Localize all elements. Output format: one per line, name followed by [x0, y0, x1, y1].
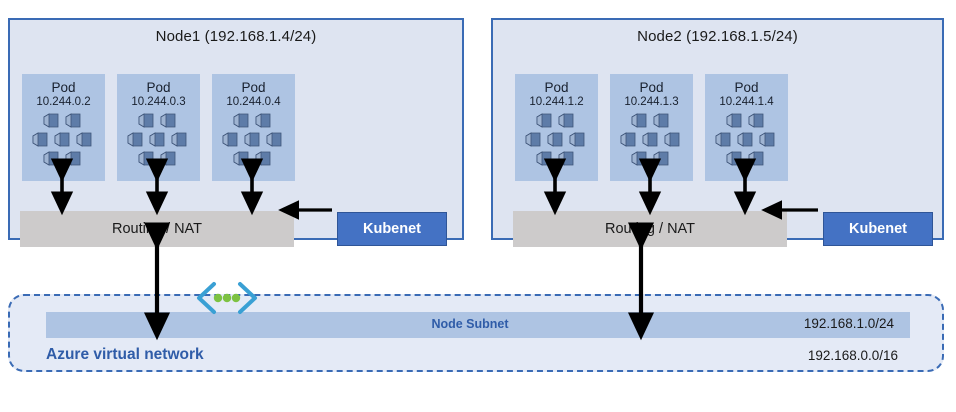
pod-cluster-icon	[714, 112, 780, 170]
pod-cluster-icon	[31, 112, 97, 170]
pod-box[interactable]: Pod 10.244.1.2	[515, 74, 598, 181]
pod-cluster-icon	[524, 112, 590, 170]
pod-label: Pod	[639, 80, 664, 95]
azure-vnet-cidr: 192.168.0.0/16	[807, 348, 898, 363]
node-subnet-cidr: 192.168.1.0/24	[803, 316, 894, 331]
pod-ip: 10.244.1.4	[719, 96, 774, 108]
pod-label: Pod	[146, 80, 171, 95]
pod-ip: 10.244.0.2	[36, 96, 91, 108]
kubenet-label: Kubenet	[849, 221, 907, 237]
pod-ip: 10.244.1.2	[529, 96, 584, 108]
pod-ip: 10.244.0.4	[226, 96, 281, 108]
pod-ip: 10.244.1.3	[624, 96, 679, 108]
pod-label: Pod	[734, 80, 759, 95]
pod-box[interactable]: Pod 10.244.0.3	[117, 74, 200, 181]
routing-nat-label: Routing / NAT	[112, 221, 202, 237]
node-title-node2: Node2 (192.168.1.5/24)	[637, 28, 798, 45]
pod-cluster-icon	[126, 112, 192, 170]
pod-box[interactable]: Pod 10.244.1.3	[610, 74, 693, 181]
node-container-node1: Node1 (192.168.1.4/24) Pod 10.244.0.2	[8, 18, 464, 247]
pod-label: Pod	[51, 80, 76, 95]
pod-box[interactable]: Pod 10.244.1.4	[705, 74, 788, 181]
pod-box[interactable]: Pod 10.244.0.2	[22, 74, 105, 181]
pod-box[interactable]: Pod 10.244.0.4	[212, 74, 295, 181]
azure-vnet-container: Node Subnet 192.168.1.0/24 Azure virtual…	[8, 294, 944, 372]
pod-label: Pod	[544, 80, 569, 95]
node-subnet-label: Node Subnet	[431, 317, 509, 331]
kubenet-label: Kubenet	[363, 221, 421, 237]
node-subnet-bar: Node Subnet 192.168.1.0/24	[46, 312, 910, 338]
node-container-node2: Node2 (192.168.1.5/24) Pod 10.244.1.2	[491, 18, 944, 247]
azure-vnet-label: Azure virtual network	[46, 346, 204, 363]
pod-label: Pod	[241, 80, 266, 95]
kubenet-box[interactable]: Kubenet	[337, 212, 447, 246]
routing-nat-bar: Routing / NAT	[20, 211, 294, 247]
routing-nat-label: Routing / NAT	[605, 221, 695, 237]
routing-nat-bar: Routing / NAT	[513, 211, 787, 247]
pod-cluster-icon	[619, 112, 685, 170]
pod-ip: 10.244.0.3	[131, 96, 186, 108]
node-title-node1: Node1 (192.168.1.4/24)	[155, 28, 317, 45]
kubenet-box[interactable]: Kubenet	[823, 212, 933, 246]
pod-cluster-icon	[221, 112, 287, 170]
code-brackets-dots-icon	[192, 281, 262, 315]
